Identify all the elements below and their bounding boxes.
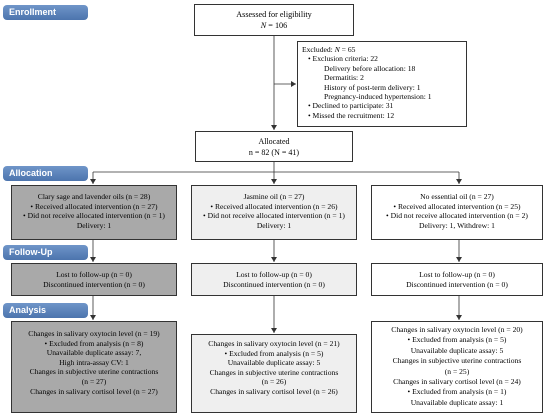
analysis-box-clary-sage: Changes in salivary oxytocin level (n = …	[11, 321, 177, 413]
followup-line: Discontinued intervention (n = 0)	[406, 279, 508, 289]
analysis-line: High intra-assay CV: 1	[59, 357, 129, 367]
analysis-line: Unavailable duplicate assay: 1	[410, 397, 504, 407]
analysis-line: • Excluded from analysis (n = 8)	[44, 338, 144, 348]
followup-line: Lost to follow-up (n = 0)	[56, 270, 132, 279]
allocated-title: Allocated	[258, 137, 290, 146]
analysis-line: Unavailable duplicate assay: 5	[227, 358, 321, 368]
allocation-line: • Received allocated intervention (n = 2…	[393, 201, 521, 211]
allocation-line: • Received allocated intervention (n = 2…	[30, 201, 158, 211]
analysis-line: Changes in salivary oxytocin level (n = …	[391, 325, 523, 334]
assessed-count: N = 106	[260, 21, 288, 30]
phase-enrollment: Enrollment	[3, 5, 88, 20]
allocation-line: No essential oil (n = 27)	[420, 192, 494, 201]
followup-line: Lost to follow-up (n = 0)	[419, 270, 495, 279]
allocated-count: n = 82 (N = 41)	[248, 148, 300, 157]
followup-box-no-essential-oil: Lost to follow-up (n = 0) Discontinued i…	[371, 263, 543, 296]
allocation-line: Delivery: 1	[256, 220, 292, 230]
followup-line: Lost to follow-up (n = 0)	[236, 270, 312, 279]
excluded-title: Excluded: N = 65	[302, 45, 356, 54]
allocation-box-clary-sage: Clary sage and lavender oils (n = 28) • …	[11, 185, 177, 240]
excluded-item: Pregnancy-induced hypertension: 1	[324, 92, 432, 102]
allocation-line: • Did not receive allocated intervention…	[23, 211, 165, 221]
analysis-line: Changes in salivary cortisol level (n = …	[30, 386, 158, 396]
analysis-box-jasmine: Changes in salivary oxytocin level (n = …	[191, 334, 357, 413]
allocation-line: Clary sage and lavender oils (n = 28)	[37, 192, 151, 201]
analysis-line: Changes in subjective uterine contractio…	[209, 367, 339, 377]
analysis-line: • Excluded from analysis (n = 1)	[407, 387, 507, 397]
phase-analysis: Analysis	[3, 303, 88, 318]
excluded-item: Dermatitis: 2	[324, 73, 364, 83]
analysis-line: • Excluded from analysis (n = 5)	[224, 348, 324, 358]
followup-box-jasmine: Lost to follow-up (n = 0) Discontinued i…	[191, 263, 357, 296]
allocation-box-no-essential-oil: No essential oil (n = 27) • Received all…	[371, 185, 543, 240]
analysis-line: Unavailable duplicate assay: 5	[410, 345, 504, 355]
analysis-line: Changes in salivary cortisol level (n = …	[210, 386, 338, 396]
analysis-line: Changes in subjective uterine contractio…	[29, 367, 159, 377]
followup-box-clary-sage: Lost to follow-up (n = 0) Discontinued i…	[11, 263, 177, 296]
allocation-line: • Did not receive allocated intervention…	[203, 211, 345, 221]
excluded-item: • Missed the recruitment: 12	[308, 110, 395, 120]
excluded-item: • Declined to participate: 31	[308, 101, 394, 111]
assessed-title: Assessed for eligibility	[236, 10, 312, 19]
analysis-line: Unavailable duplicate assay: 7,	[46, 348, 142, 358]
phase-allocation: Allocation	[3, 166, 88, 181]
excluded-item: History of post-term delivery: 1	[324, 82, 421, 92]
followup-line: Discontinued intervention (n = 0)	[43, 279, 145, 289]
allocation-line: • Received allocated intervention (n = 2…	[210, 201, 338, 211]
analysis-line: (n = 26)	[261, 377, 287, 387]
allocation-line: Jasmine oil (n = 27)	[243, 192, 305, 201]
analysis-line: Changes in salivary oxytocin level (n = …	[28, 329, 160, 338]
followup-line: Discontinued intervention (n = 0)	[223, 279, 325, 289]
analysis-line: • Excluded from analysis (n = 5)	[407, 335, 507, 345]
excluded-item: • Exclusion criteria: 22	[308, 54, 378, 64]
analysis-line: (n = 27)	[81, 376, 107, 386]
allocated-box: Allocated n = 82 (N = 41)	[195, 131, 353, 162]
allocation-line: • Did not receive allocated intervention…	[386, 211, 528, 221]
analysis-line: Changes in subjective uterine contractio…	[392, 356, 522, 366]
excluded-box: Excluded: N = 65 • Exclusion criteria: 2…	[297, 41, 467, 127]
phase-follow-up: Follow-Up	[3, 245, 88, 260]
excluded-item: Delivery before allocation: 18	[324, 63, 416, 73]
analysis-line: Changes in salivary cortisol level (n = …	[393, 377, 521, 387]
allocation-line: Delivery: 1, Withdrew: 1	[419, 220, 495, 230]
analysis-line: Changes in salivary oxytocin level (n = …	[208, 339, 340, 348]
analysis-box-no-essential-oil: Changes in salivary oxytocin level (n = …	[371, 321, 543, 413]
allocation-box-jasmine: Jasmine oil (n = 27) • Received allocate…	[191, 185, 357, 240]
analysis-line: (n = 25)	[444, 366, 470, 376]
allocation-line: Delivery: 1	[76, 220, 112, 230]
assessed-box: Assessed for eligibility N = 106	[194, 4, 354, 36]
